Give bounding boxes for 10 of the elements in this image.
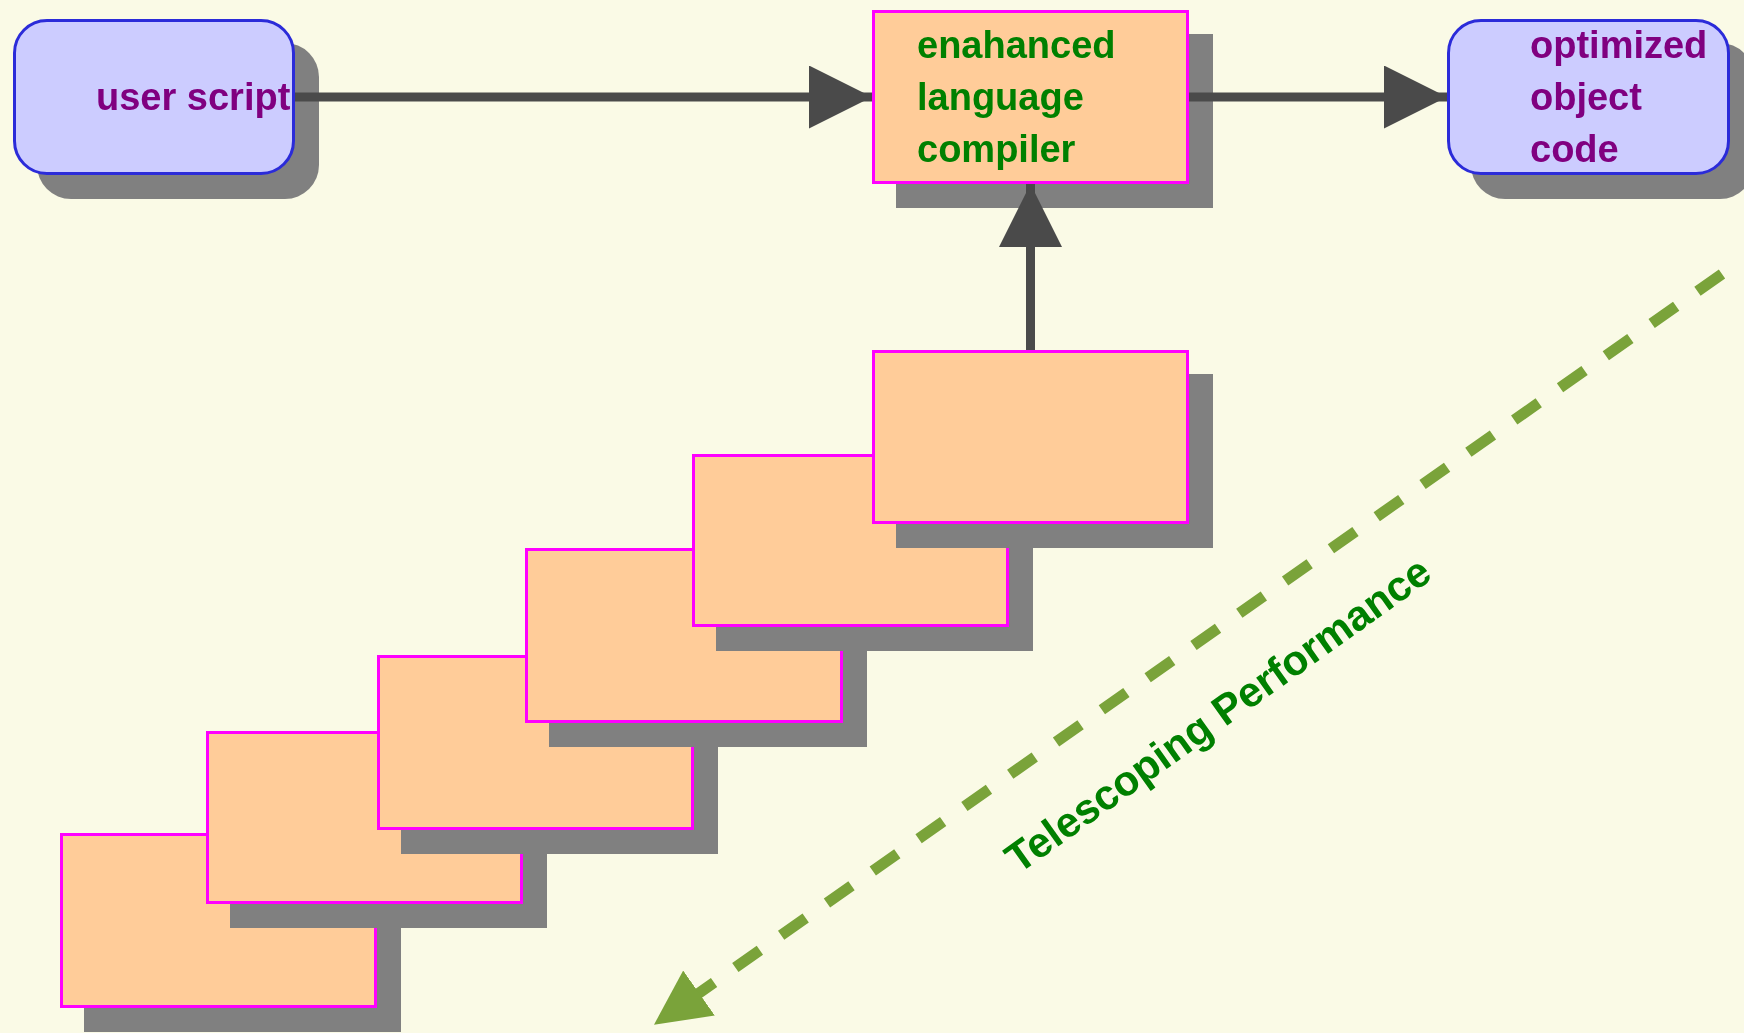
arrow [999, 184, 1062, 350]
node-label: user script [96, 75, 292, 120]
terminal-box [1447, 19, 1744, 199]
arrow [295, 65, 872, 129]
node-label: enahanced language compiler [917, 23, 1117, 172]
node-label: optimized object code [1530, 23, 1709, 172]
process-box [872, 10, 1213, 208]
empty-box [872, 350, 1213, 548]
arrow [1189, 65, 1447, 129]
terminal-box [13, 19, 319, 199]
